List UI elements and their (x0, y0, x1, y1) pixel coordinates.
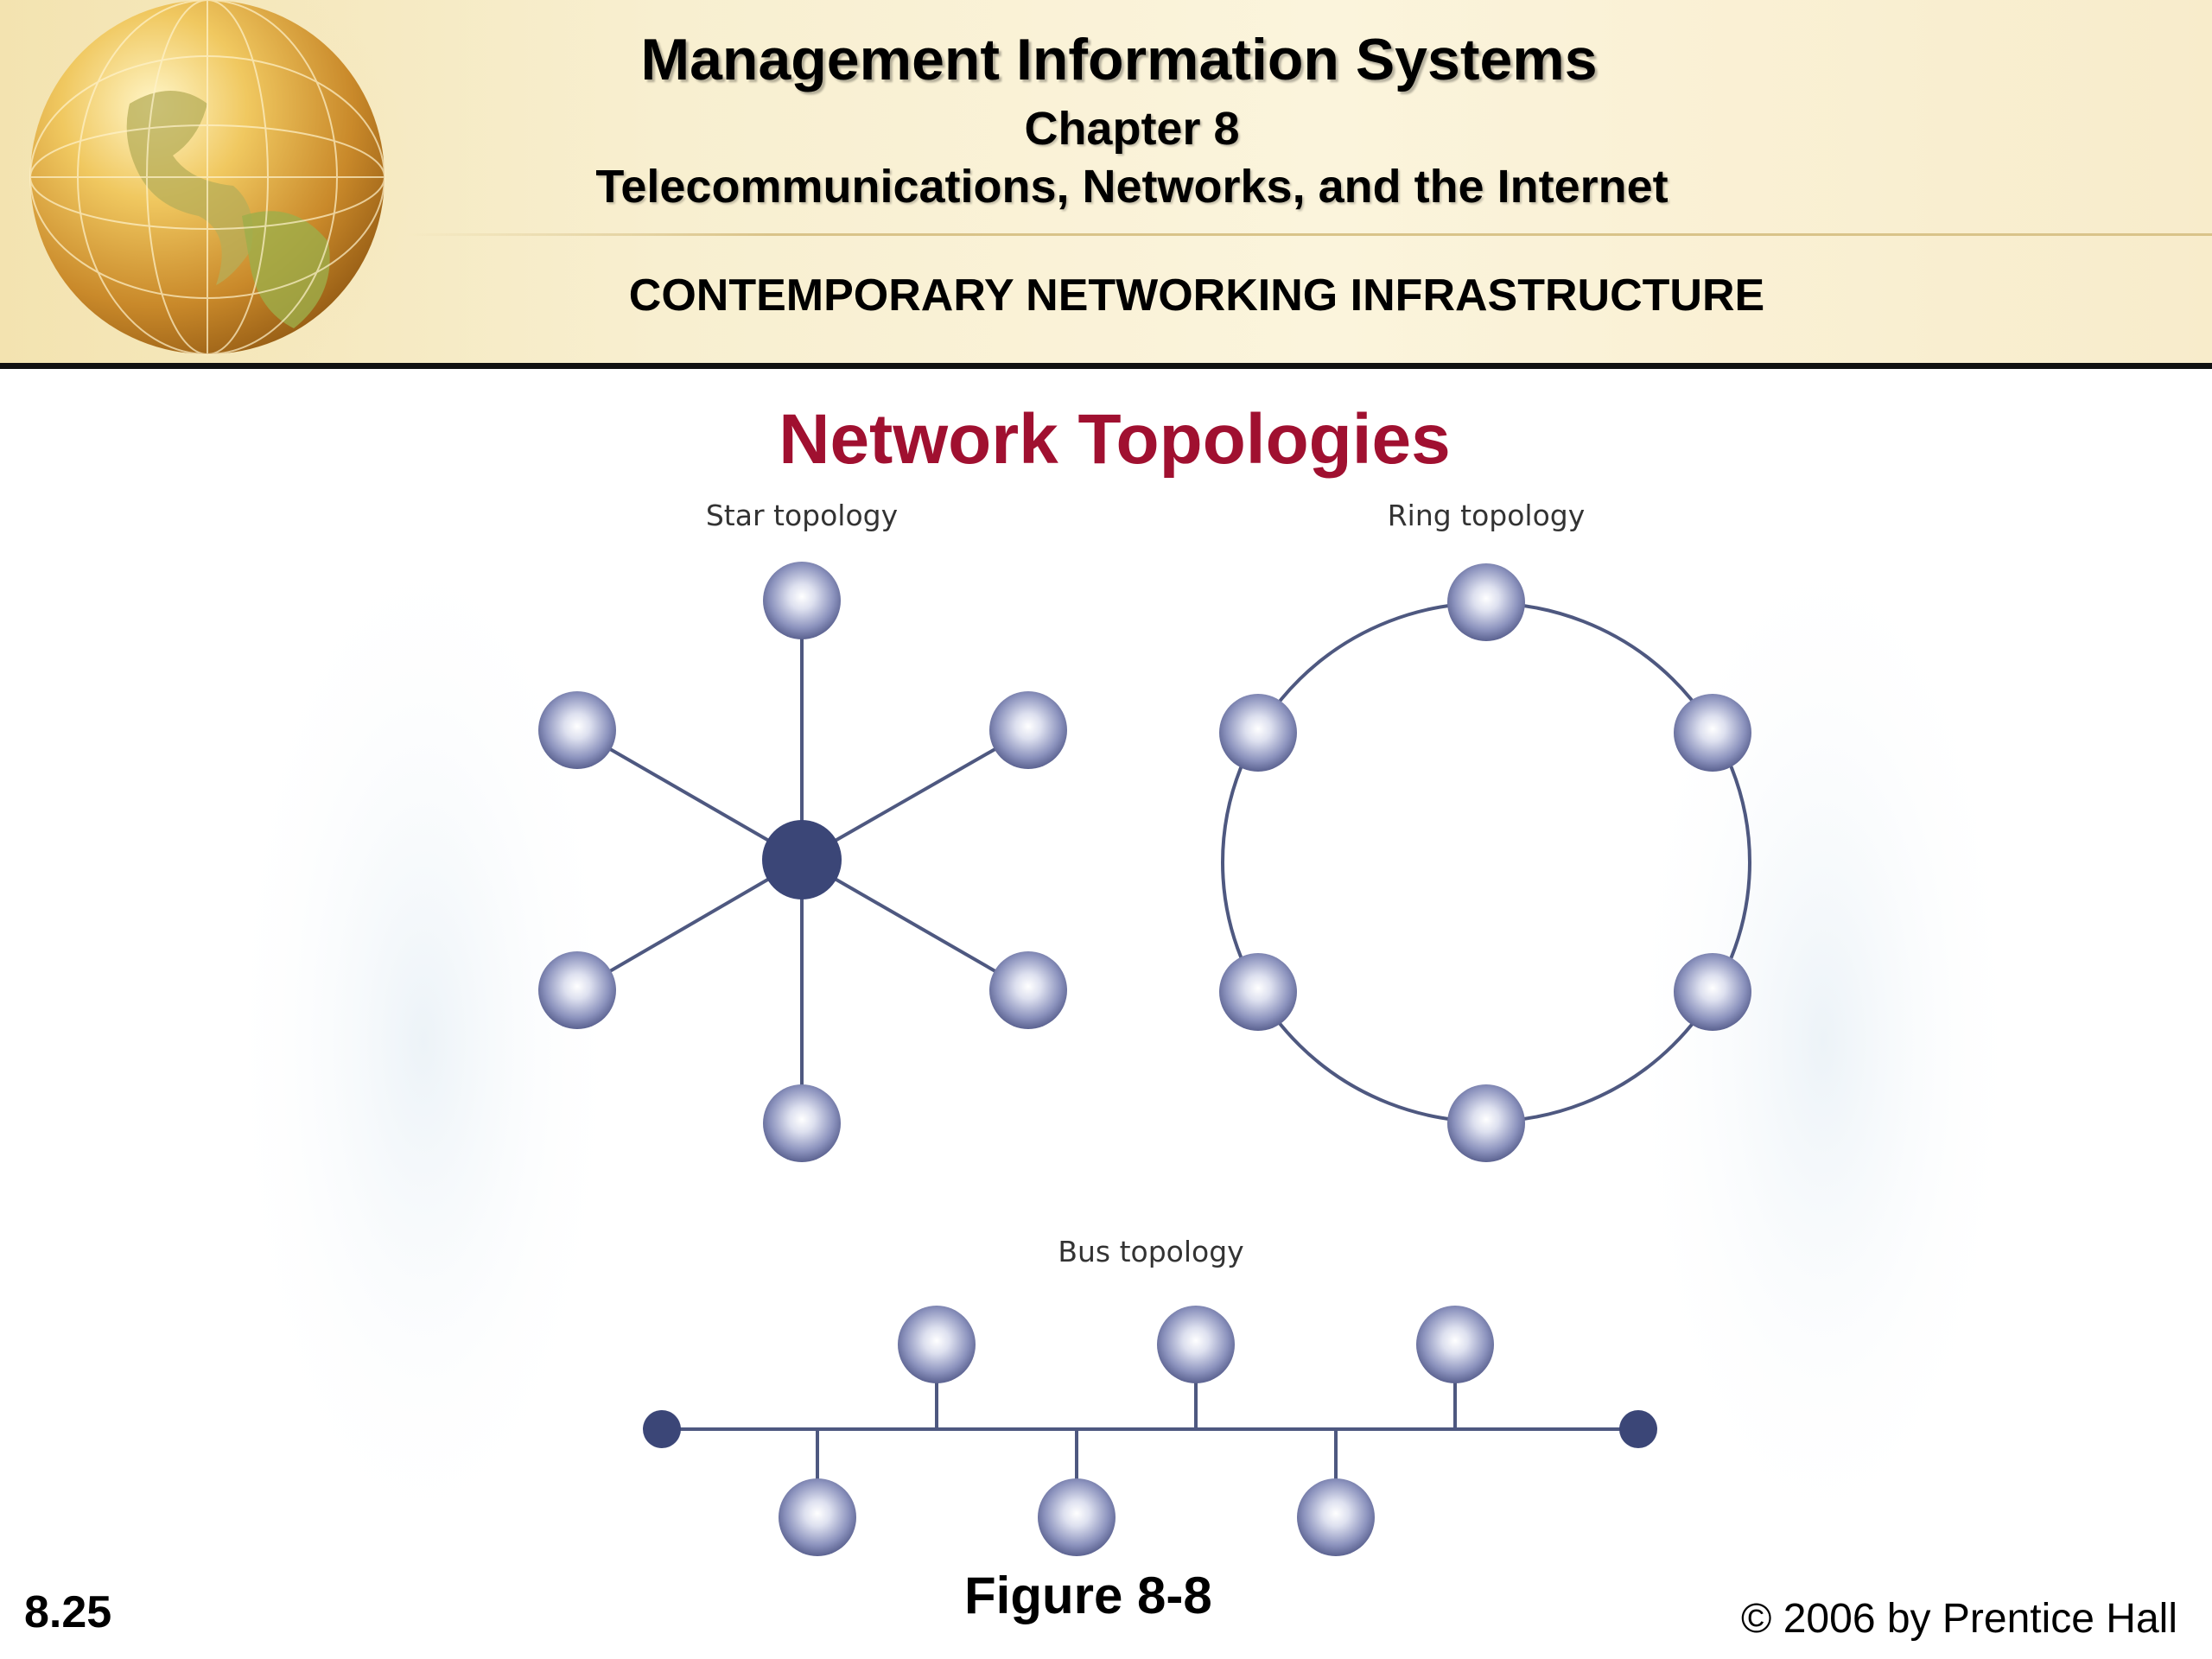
ring-node (1219, 953, 1297, 1031)
star-node (538, 691, 616, 769)
slide-number: 8.25 (24, 1587, 112, 1637)
star-node (989, 691, 1067, 769)
star-link (801, 858, 1029, 992)
chapter-label: Chapter 8 (1024, 103, 1240, 155)
bus-node (1297, 1478, 1375, 1556)
star-link (801, 728, 1029, 861)
chapter-title: Telecommunications, Networks, and the In… (595, 161, 1669, 213)
bus-node (1416, 1306, 1494, 1383)
bus-terminator (1619, 1410, 1657, 1448)
ring-node (1674, 953, 1751, 1031)
star-topology: Star topology (538, 499, 1067, 1162)
ring-node (1447, 1084, 1525, 1162)
header-divider (406, 233, 2212, 236)
bus-node (898, 1306, 976, 1383)
copyright-notice: © 2006 by Prentice Hall (1741, 1596, 2177, 1642)
star-link (575, 858, 804, 992)
star-node (763, 562, 841, 639)
star-hub (762, 820, 842, 899)
globe-icon (0, 0, 415, 363)
bus-node (779, 1478, 856, 1556)
ring-node (1219, 694, 1297, 772)
bus-terminator (643, 1410, 681, 1448)
ring-node (1447, 563, 1525, 641)
bus-topology: Bus topology (643, 1235, 1657, 1556)
bus-node (1157, 1306, 1235, 1383)
ring-topology: Ring topology (1219, 499, 1751, 1162)
ring-topology-label: Ring topology (1388, 499, 1586, 532)
star-node (538, 951, 616, 1029)
bus-node (1038, 1478, 1116, 1556)
star-link (576, 728, 803, 861)
figure-caption: Figure 8-8 (964, 1567, 1212, 1624)
slide-title: Network Topologies (779, 400, 1451, 479)
section-title: CONTEMPORARY NETWORKING INFRASTRUCTURE (628, 270, 1765, 321)
ring-node (1674, 694, 1751, 772)
star-topology-label: Star topology (706, 499, 898, 532)
bus-topology-label: Bus topology (1058, 1235, 1243, 1268)
course-title: Management Information Systems (640, 27, 1598, 92)
header-bottom-rule (0, 363, 2212, 369)
star-node (989, 951, 1067, 1029)
star-node (763, 1084, 841, 1162)
